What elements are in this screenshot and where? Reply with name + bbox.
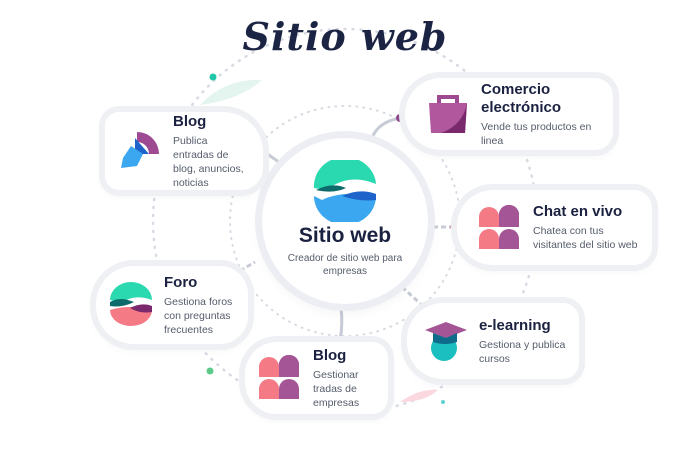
connector-dot [396,114,404,122]
forum-icon [110,282,152,326]
card-title: Chat en vivo [533,203,623,220]
card-title: e-learning [479,316,551,334]
card-description: Vende tus productos en linea [481,120,592,147]
card-title: Foro [164,273,198,291]
card-description: Gestionar tradas de empresas [313,368,360,409]
card-description: Gestiona y publica cursos [479,338,566,365]
card-description: Publica entradas de blog, anuncios, noti… [173,134,244,189]
card-title: Blog [173,112,207,130]
card-description: Chatea con tus visitantes del sitio web [533,225,638,251]
card-description: Gestiona foros con preguntas frecuentes [164,295,233,336]
center-description: Creador de sitio web para empresas [287,253,403,277]
graduation-cap-icon [425,322,467,361]
center-title: Sitio web [298,224,392,247]
blog-icon [121,132,159,168]
blog-business-icon [259,355,299,399]
chat-icon [479,204,519,249]
shopping-bag-icon [429,95,467,133]
card-title: Comercio electrónico [481,80,562,116]
site-logo-icon [313,160,376,222]
page-title: Sitio web [242,14,448,59]
center-node[interactable]: Sitio web Creador de sitio web para empr… [262,138,428,304]
card-title: Blog [313,346,347,364]
